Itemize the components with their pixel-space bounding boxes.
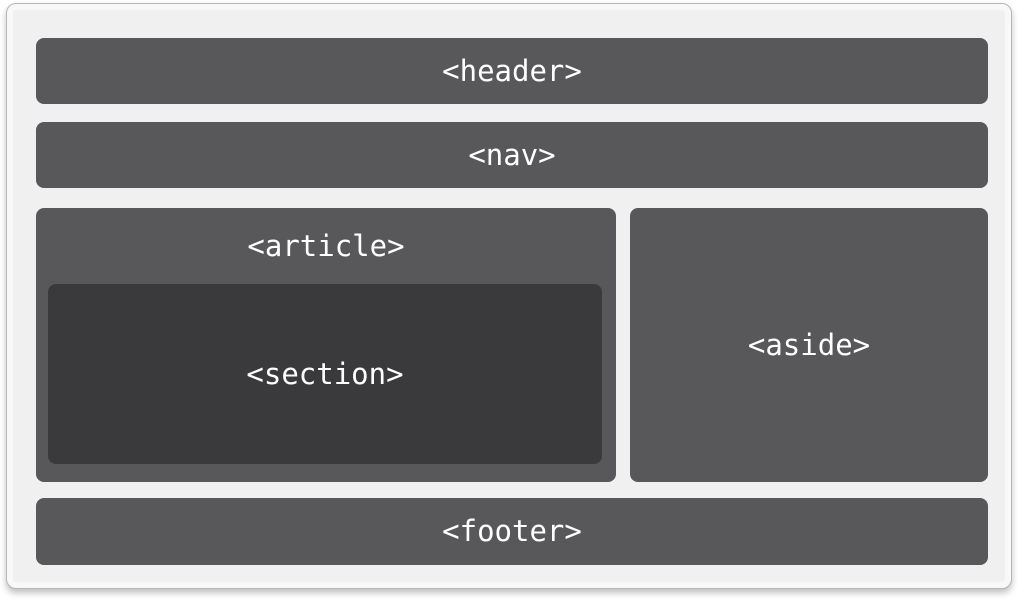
section-block: <section> xyxy=(48,284,602,464)
diagram-card: <header> <nav> <article> <section> <asid… xyxy=(6,3,1012,589)
header-block-label: <header> xyxy=(442,53,582,88)
aside-block: <aside> xyxy=(630,208,988,482)
article-block-label: <article> xyxy=(247,228,405,263)
article-label-strip: <article> xyxy=(36,208,616,284)
footer-block: <footer> xyxy=(36,498,988,565)
article-block: <article> <section> xyxy=(36,208,616,482)
footer-block-label: <footer> xyxy=(442,514,582,548)
header-block: <header> xyxy=(36,38,988,104)
nav-block-label: <nav> xyxy=(468,137,556,172)
aside-block-label: <aside> xyxy=(747,327,871,362)
section-block-label: <section> xyxy=(246,356,404,391)
nav-block: <nav> xyxy=(36,122,988,188)
